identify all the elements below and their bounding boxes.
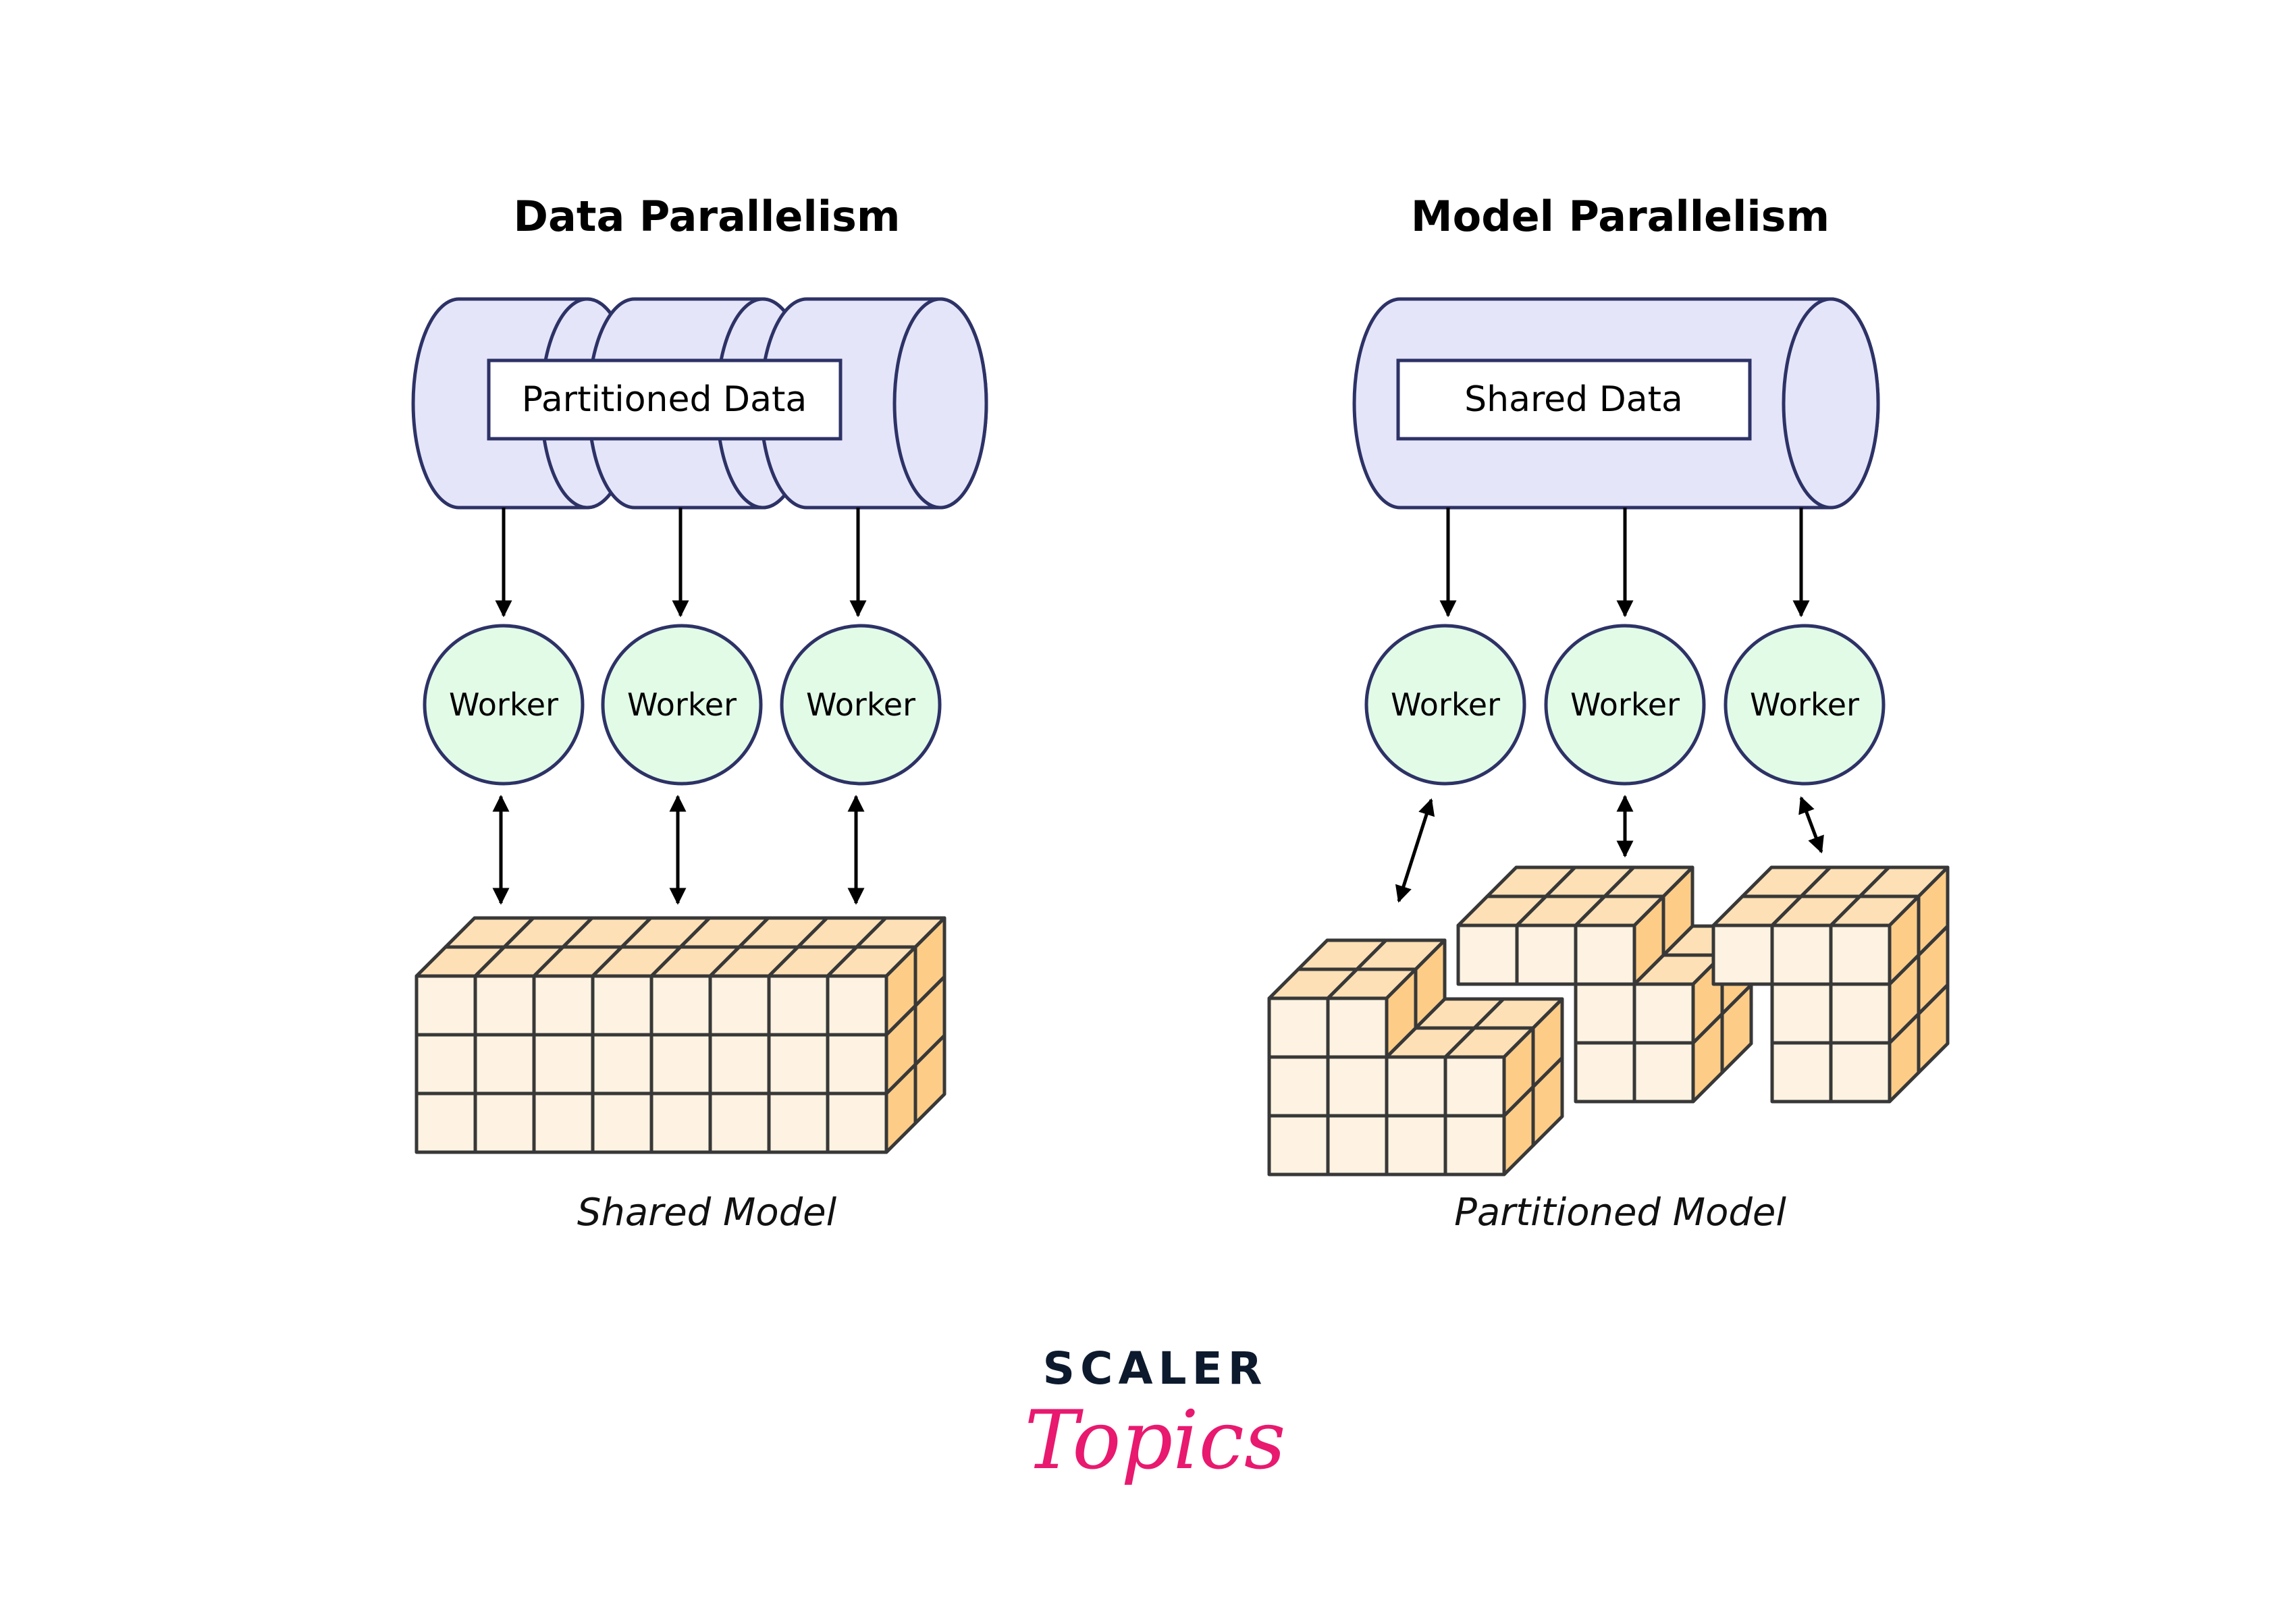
cube-front-face: [708, 1033, 771, 1096]
model-partition-block-3: [1711, 865, 1950, 1104]
model-partition-block-2: [1456, 865, 1753, 1104]
worker-label: Worker: [1391, 686, 1500, 723]
cube-front-face: [1443, 1114, 1506, 1177]
worker-node-2: Worker: [1544, 624, 1706, 786]
model-parallelism-title: Model Parallelism: [1411, 192, 1830, 241]
worker-label: Worker: [1750, 686, 1859, 723]
shared-data-store: Shared Data: [1352, 297, 1880, 510]
model-parallelism-panel: Model Parallelism Shared Data Worker Wor…: [1267, 192, 1950, 1235]
data-parallelism-title: Data Parallelism: [514, 192, 901, 241]
partitioned-data-label: Partitioned Data: [522, 379, 807, 420]
cube-front-face: [415, 1033, 477, 1096]
worker-model-arrow-1: [1395, 798, 1435, 903]
worker-label: Worker: [627, 686, 737, 723]
cube-front-face: [1574, 982, 1636, 1045]
data-parallelism-panel: Data Parallelism Partitioned Data: [411, 192, 988, 1235]
shared-model-cuboid: [415, 916, 946, 1154]
partitioned-model-caption: Partitioned Model: [1454, 1191, 1786, 1235]
cube-front-face: [767, 1091, 830, 1154]
cube-front-face: [1326, 996, 1389, 1059]
cube-front-face: [1326, 1114, 1389, 1177]
cube-front-face: [1326, 1055, 1389, 1118]
cube-front-face: [1267, 1055, 1330, 1118]
cube-front-face: [826, 1091, 888, 1154]
cube-front-face: [1574, 923, 1636, 986]
worker-label: Worker: [806, 686, 915, 723]
cube-front-face: [767, 1033, 830, 1096]
cube-front-face: [415, 1091, 477, 1154]
worker-model-arrow-3: [1798, 796, 1824, 854]
partitioned-data-label-box: [487, 358, 843, 441]
cube-front-face: [649, 974, 712, 1037]
data-partition-cylinder-3: [759, 297, 988, 510]
worker-label: Worker: [1570, 686, 1680, 723]
cube-front-face: [1443, 1055, 1506, 1118]
cube-front-face: [1829, 923, 1892, 986]
cube-front-face: [649, 1091, 712, 1154]
cube-side-face: [1502, 1026, 1535, 1118]
worker-node-1: Worker: [423, 624, 585, 786]
cube-front-face: [473, 1091, 536, 1154]
cube-front-face: [1711, 923, 1774, 986]
cube-front-face: [1770, 982, 1833, 1045]
worker-node-1: Worker: [1364, 624, 1526, 786]
cube-front-face: [1385, 1055, 1447, 1118]
cube-front-face: [1267, 996, 1330, 1059]
cube-side-face: [1632, 894, 1665, 986]
shared-data-label-box: [1396, 358, 1752, 441]
cube-front-face: [708, 1091, 771, 1154]
cube-front-face: [1515, 923, 1578, 986]
cube-side-face: [884, 945, 917, 1037]
shared-data-cylinder-cap: [1782, 297, 1880, 510]
worker-node-3: Worker: [780, 624, 942, 786]
cube-front-face: [473, 1033, 536, 1096]
cube-front-face: [649, 1033, 712, 1096]
shared-model-caption: Shared Model: [577, 1191, 837, 1235]
cube-front-face: [1632, 1041, 1695, 1104]
cube-front-face: [826, 1033, 888, 1096]
cube-front-face: [415, 974, 477, 1037]
cube-front-face: [473, 974, 536, 1037]
worker-label: Worker: [449, 686, 558, 723]
cube-front-face: [767, 974, 830, 1037]
logo-sub-text: Topics: [1025, 1394, 1286, 1488]
cube-front-face: [826, 974, 888, 1037]
cube-front-face: [1770, 1041, 1833, 1104]
cube-front-face: [532, 1033, 595, 1096]
cube-front-face: [1267, 1114, 1330, 1177]
cube-front-face: [1632, 982, 1695, 1045]
cube-front-face: [532, 1091, 595, 1154]
worker-node-2: Worker: [601, 624, 763, 786]
shared-data-label: Shared Data: [1464, 379, 1683, 420]
cube-front-face: [1456, 923, 1519, 986]
cube-front-face: [1770, 923, 1833, 986]
cube-front-face: [1829, 982, 1892, 1045]
logo-brand-text: SCALER: [1042, 1343, 1267, 1395]
model-partition-block-1: [1267, 938, 1564, 1177]
cube-front-face: [1385, 1114, 1447, 1177]
cube-front-face: [591, 974, 653, 1037]
cube-side-face: [1385, 967, 1418, 1059]
cube-front-face: [1829, 1041, 1892, 1104]
cube-front-face: [591, 1033, 653, 1096]
cube-front-face: [1574, 1041, 1636, 1104]
partitioned-data-store: Partitioned Data: [411, 297, 988, 510]
worker-node-3: Worker: [1724, 624, 1886, 786]
scaler-topics-logo: SCALER Topics: [1025, 1343, 1286, 1488]
cube-front-face: [591, 1091, 653, 1154]
cube-front-face: [532, 974, 595, 1037]
cube-front-face: [708, 974, 771, 1037]
cube-side-face: [1888, 894, 1921, 986]
